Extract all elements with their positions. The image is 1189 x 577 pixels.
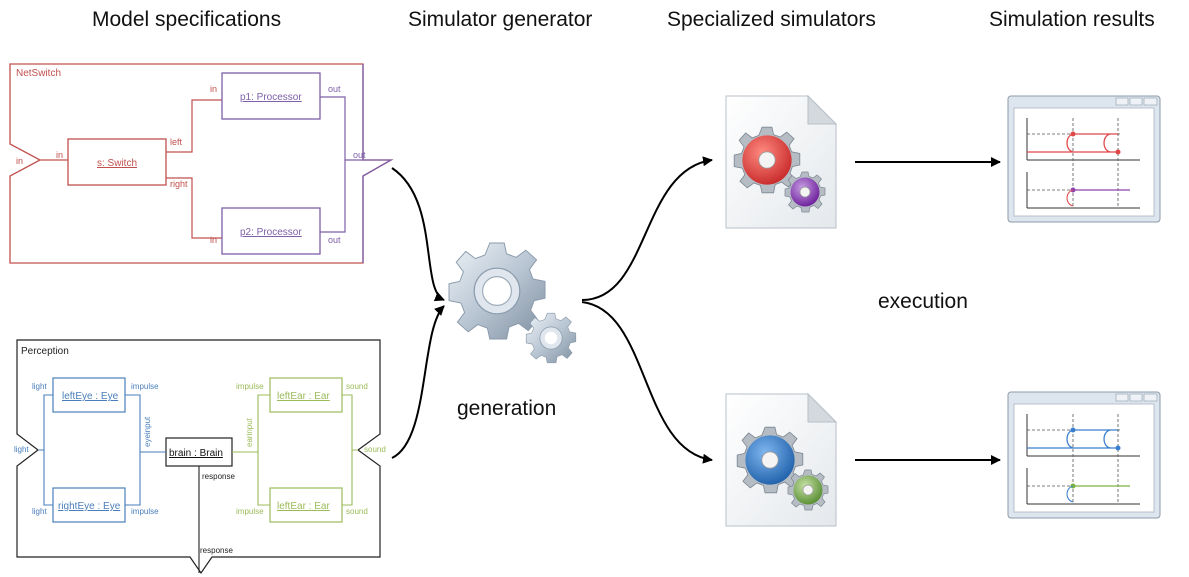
right-eye-name: rightEye : Eye	[58, 501, 121, 512]
arrow-generator-to-sim1	[581, 156, 713, 301]
execution-label: execution	[878, 290, 968, 313]
perception-response-port: response	[200, 546, 233, 555]
p1-out-label: out	[328, 84, 341, 94]
left-ear-bottom-impulse-label: impulse	[236, 507, 264, 516]
generation-label: generation	[457, 397, 557, 420]
switch-block	[67, 138, 167, 186]
right-eye-light-label: light	[32, 507, 47, 516]
p2-block	[221, 207, 321, 255]
brain-eyeinput-label: eyeinput	[143, 416, 152, 447]
p2-out-label: out	[328, 235, 341, 245]
left-eye-name: leftEye : Eye	[62, 391, 119, 402]
left-ear-top-block	[269, 377, 343, 413]
perception-sound-port: sound	[364, 445, 386, 454]
p1-name: p1: Processor	[240, 92, 302, 103]
p2-name: p2: Processor	[240, 227, 302, 238]
perception-boundary	[16, 339, 381, 575]
perception-title: Perception	[21, 346, 69, 357]
simulator-file-icon	[725, 94, 838, 229]
brain-response-label: response	[202, 472, 235, 481]
header-model-specifications: Model specifications	[92, 8, 282, 31]
left-ear-bottom-name: leftEar : Ear	[277, 501, 330, 512]
brain-name: brain : Brain	[169, 448, 223, 459]
arrow-netswitch-to-generator	[391, 167, 445, 302]
left-ear-top-sound-label: sound	[346, 382, 368, 391]
result-window-icon	[1007, 95, 1161, 223]
left-ear-top-impulse-label: impulse	[236, 382, 264, 391]
header-simulator-generator: Simulator generator	[408, 8, 593, 31]
simulator-file-icon	[725, 392, 838, 527]
p1-in-label: in	[210, 84, 217, 94]
arrow-generator-to-sim2	[581, 301, 713, 464]
switch-in-label: in	[56, 150, 63, 160]
left-eye-impulse-label: impulse	[131, 382, 159, 391]
left-eye-block	[52, 377, 126, 413]
left-ear-bottom-sound-label: sound	[346, 507, 368, 516]
switch-left-label: left	[170, 137, 183, 147]
header-specialized-simulators: Specialized simulators	[667, 8, 876, 31]
result-window-icon	[1007, 391, 1161, 519]
switch-name: s: Switch	[97, 158, 137, 169]
perception-diagram: Perception light sound response leftEye …	[14, 339, 386, 575]
left-eye-light-label: light	[32, 382, 47, 391]
netswitch-in-port: in	[16, 156, 23, 166]
switch-right-label: right	[170, 179, 188, 189]
header-simulation-results: Simulation results	[989, 8, 1155, 31]
brain-earinput-label: earinput	[245, 417, 254, 447]
left-ear-top-name: leftEar : Ear	[277, 391, 330, 402]
netswitch-title: NetSwitch	[16, 68, 61, 79]
p2-in-label: in	[210, 235, 217, 245]
right-eye-impulse-label: impulse	[131, 507, 159, 516]
perception-light-port: light	[14, 445, 29, 454]
generator-gears-icon	[448, 242, 577, 364]
p1-block	[221, 72, 321, 120]
arrow-perception-to-generator	[391, 305, 445, 459]
netswitch-diagram: NetSwitch in out s: Switch in left right…	[9, 63, 394, 264]
netswitch-out-port: out	[353, 150, 366, 160]
